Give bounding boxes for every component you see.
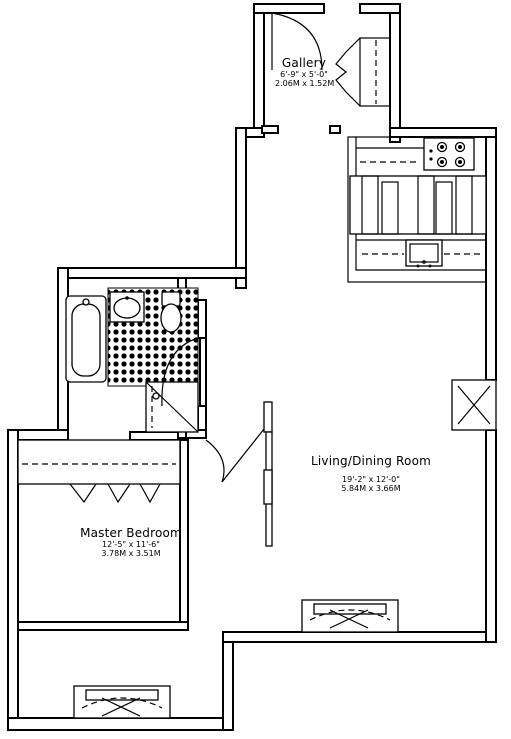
living-label: Living/Dining Room 19'-2" x 12'-0" 5.84M…	[296, 454, 446, 493]
living-dividers	[205, 401, 273, 547]
bedroom-name: Master Bedroom	[80, 526, 182, 540]
gallery-doors	[261, 12, 341, 134]
bedroom-dim-metric: 3.78M x 3.51M	[101, 549, 161, 558]
window-bedroom	[73, 685, 171, 719]
bedroom-dim-imperial: 12'-5" x 11'-6"	[102, 540, 160, 549]
bedroom-closet	[17, 439, 181, 504]
living-dim-metric: 5.84M x 3.66M	[341, 484, 401, 493]
gallery-dim-imperial: 6'-9" x 5'-0"	[280, 70, 328, 79]
living-name: Living/Dining Room	[310, 454, 432, 468]
window-right	[451, 379, 497, 431]
kitchen	[349, 137, 487, 271]
gallery-label: Gallery 6'-9" x 5'-0" 2.06M x 1.52M	[275, 56, 335, 88]
gallery-dim-metric: 2.06M x 1.52M	[275, 79, 335, 88]
gallery-closet	[335, 37, 391, 107]
window-living	[301, 599, 399, 633]
bedroom-label: Master Bedroom 12'-5" x 11'-6" 3.78M x 3…	[68, 526, 194, 558]
gallery-name: Gallery	[281, 56, 327, 70]
living-dim-imperial: 19'-2" x 12'-0"	[342, 475, 400, 484]
bathroom	[65, 287, 207, 433]
